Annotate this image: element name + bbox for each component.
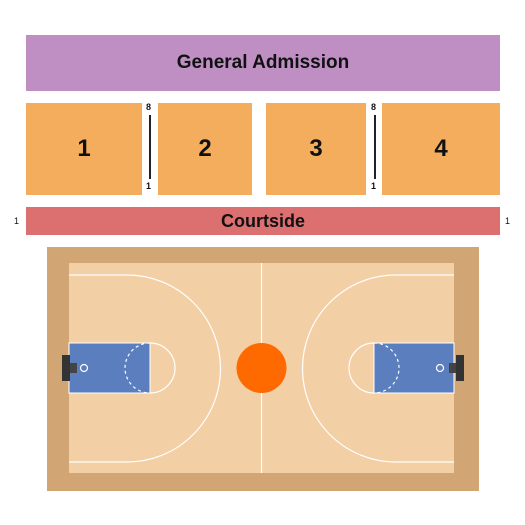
free-throw-arc-dashed-left	[124, 342, 151, 394]
paint-right	[373, 342, 455, 394]
free-throw-arc-right	[348, 342, 375, 394]
basket-left	[62, 355, 89, 381]
free-throw-arc-dashed-right	[373, 342, 400, 394]
free-throw-arc-left	[149, 342, 176, 394]
row-label-right-bottom: 1	[371, 181, 377, 191]
basketball-court	[47, 247, 479, 491]
center-circle	[236, 343, 287, 393]
row-label-right-top: 8	[371, 102, 377, 112]
row-label-courtside-right: 1	[505, 216, 511, 226]
row-label-left-top: 8	[146, 102, 152, 112]
row-range-line-right	[374, 115, 376, 179]
section-1[interactable]: 1	[26, 103, 142, 195]
paint-left	[68, 342, 151, 394]
section-4[interactable]: 4	[382, 103, 500, 195]
section-3[interactable]: 3	[266, 103, 366, 195]
three-point-line-right	[301, 274, 454, 463]
row-range-line-left	[149, 115, 151, 179]
row-label-courtside-left: 1	[14, 216, 20, 226]
basket-right	[435, 355, 464, 381]
row-label-left-bottom: 1	[146, 181, 152, 191]
section-courtside[interactable]: Courtside	[26, 207, 500, 235]
section-general-admission[interactable]: General Admission	[26, 35, 500, 91]
three-point-line-left	[69, 274, 222, 463]
section-2[interactable]: 2	[158, 103, 252, 195]
